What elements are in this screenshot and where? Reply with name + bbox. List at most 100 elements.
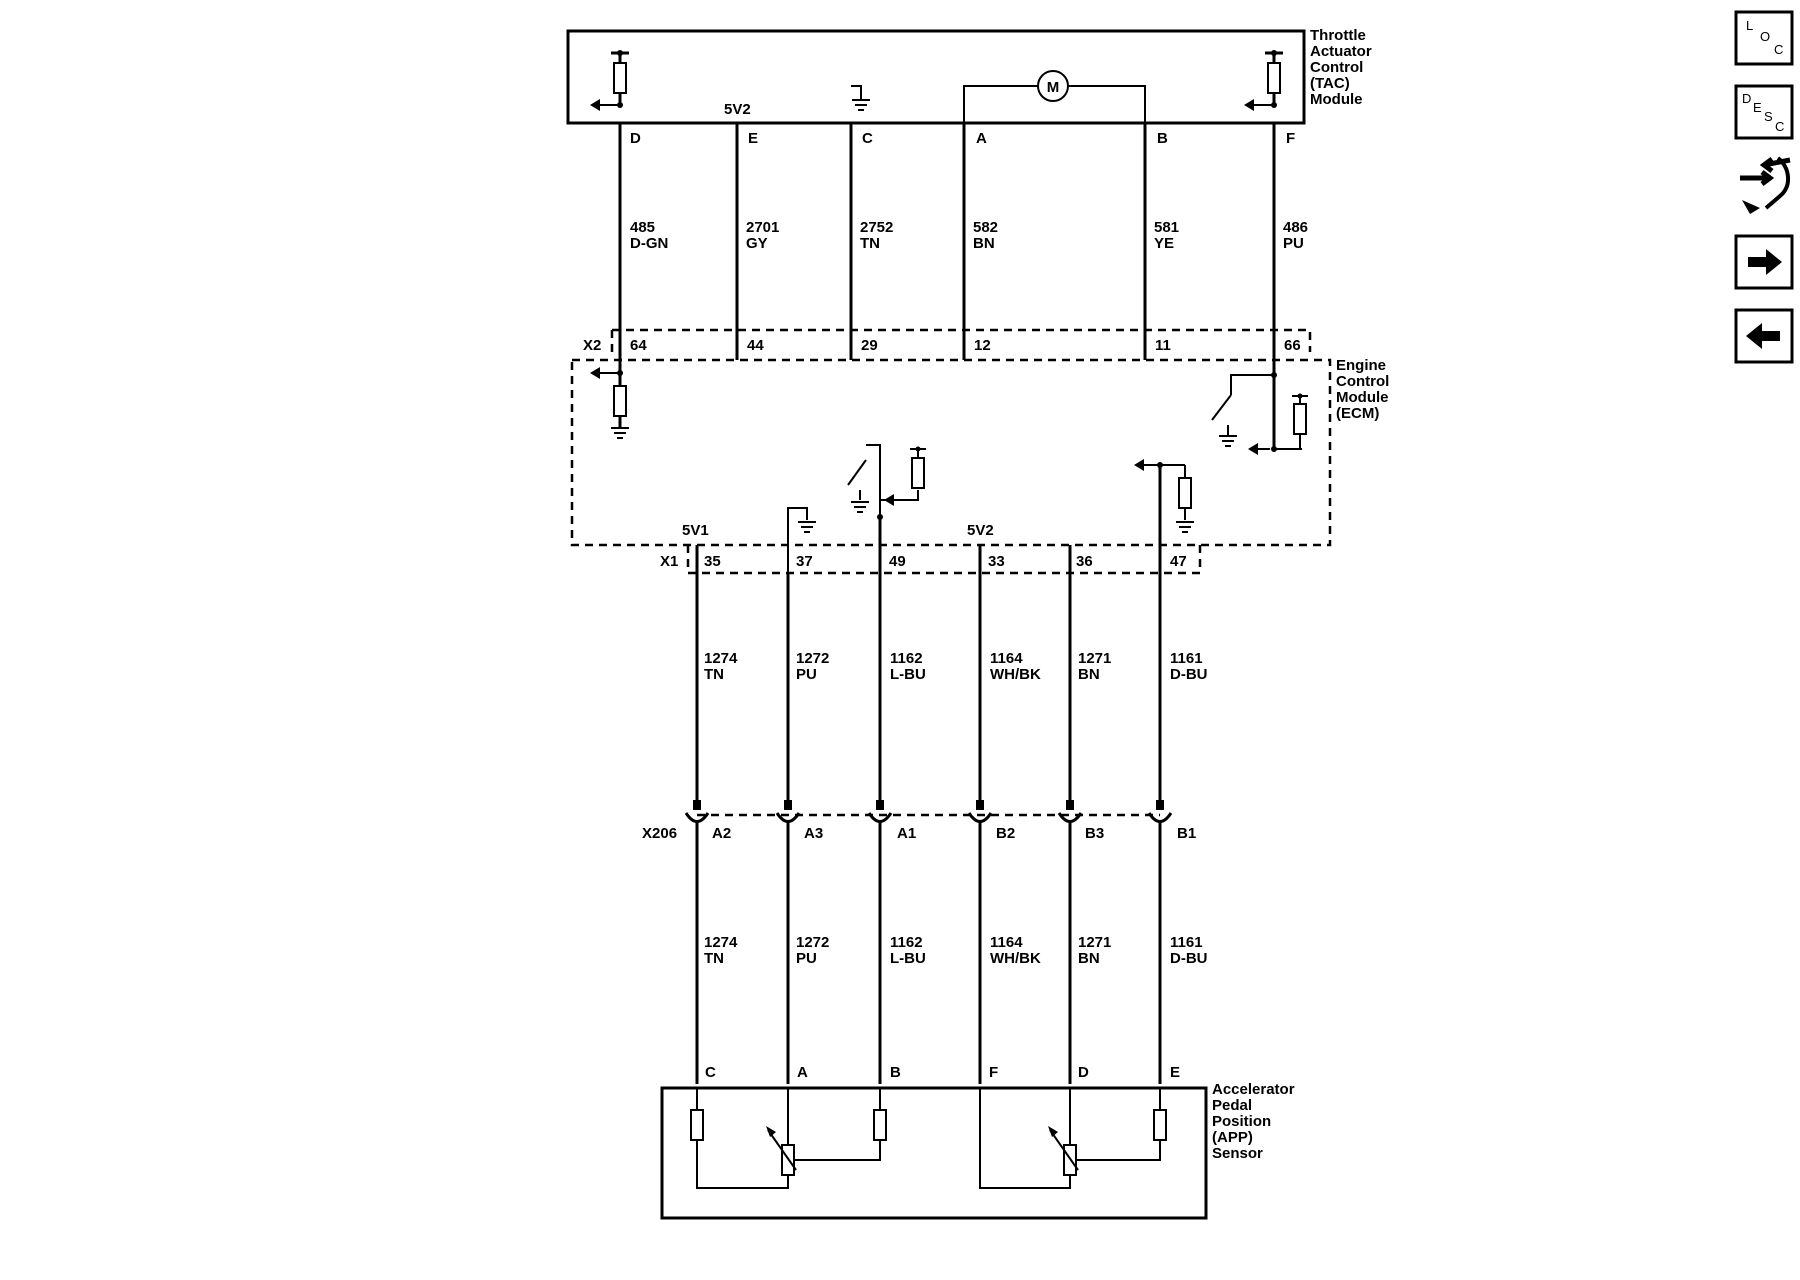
tac-supply-label: 5V2 xyxy=(724,101,751,118)
circuit-1271-color-upper: BN xyxy=(1078,666,1100,683)
x206-pin-b1: B1 xyxy=(1177,825,1196,842)
circuit-1272-color-lower: PU xyxy=(796,950,817,967)
x2-connector-label: X2 xyxy=(583,337,601,354)
tac-module: M 5V2 Throttle Actuator Control (TAC) Mo… xyxy=(566,27,1372,125)
previous-button[interactable] xyxy=(1734,308,1794,364)
app-name-line5: Sensor xyxy=(1212,1145,1263,1162)
tac-circuit-labels: 485 D-GN 2701 GY 2752 TN 582 BN 581 YE 4… xyxy=(630,219,1308,252)
tac-module-box xyxy=(566,29,1306,125)
app-name-line3: Position xyxy=(1212,1113,1271,1130)
circuit-581-color: YE xyxy=(1154,235,1174,252)
nav-toolbar: L O C D E S C xyxy=(1734,10,1794,364)
app-sensor-box xyxy=(660,1086,1208,1220)
tac-pin-b: B xyxy=(1157,130,1168,147)
circuit-1164-color-upper: WH/BK xyxy=(990,666,1041,683)
x206-terminal-a2 xyxy=(684,800,710,823)
x206-terminal-b2 xyxy=(967,800,993,823)
circuit-1272-num-lower: 1272 xyxy=(796,934,829,951)
x1-pin-33: 33 xyxy=(988,553,1005,570)
ecm-name-line2: Control xyxy=(1336,373,1389,390)
next-button[interactable] xyxy=(1734,234,1794,290)
x206-pin-a1: A1 xyxy=(897,825,916,842)
circuit-1274-color-lower: TN xyxy=(704,950,724,967)
circuit-1271-color-lower: BN xyxy=(1078,950,1100,967)
circuit-1162-num-upper: 1162 xyxy=(890,650,923,667)
app-circuit-labels-lower: 1274 TN 1272 PU 1162 L-BU 1164 WH/BK 127… xyxy=(704,934,1208,967)
x1-pin-47: 47 xyxy=(1170,553,1187,570)
loc-letter-l: L xyxy=(1746,18,1753,33)
circuit-1272-color-upper: PU xyxy=(796,666,817,683)
tac-name-line2: Actuator xyxy=(1310,43,1372,60)
x1-pin-37: 37 xyxy=(796,553,813,570)
app-pin-f: F xyxy=(989,1064,998,1081)
circuit-1271-num-upper: 1271 xyxy=(1078,650,1111,667)
circuit-1272-num-upper: 1272 xyxy=(796,650,829,667)
circuit-1164-num-lower: 1164 xyxy=(990,934,1023,951)
x2-pin-12: 12 xyxy=(974,337,991,354)
tac-pin-f: F xyxy=(1286,130,1295,147)
desc-letter-e: E xyxy=(1753,100,1762,115)
x206-terminal-a1 xyxy=(867,800,893,823)
loc-button[interactable]: L O C xyxy=(1734,10,1794,66)
circuit-582-num: 582 xyxy=(973,219,998,236)
circuit-486-num: 486 xyxy=(1283,219,1308,236)
x1-pin-49: 49 xyxy=(889,553,906,570)
ecm-name-line3: Module xyxy=(1336,389,1389,406)
x2-connector-outline xyxy=(612,328,1312,352)
x206-terminal-b1 xyxy=(1147,800,1173,823)
ecm-name-line1: Engine xyxy=(1336,357,1386,374)
app-pin-c: C xyxy=(705,1064,716,1081)
x2-pin-64: 64 xyxy=(630,337,647,354)
circuit-1161-color-lower: D-BU xyxy=(1170,950,1208,967)
tac-pin-labels: D E C A B F xyxy=(630,130,1295,147)
tac-name-line4: (TAC) xyxy=(1310,75,1350,92)
desc-letter-d: D xyxy=(1742,91,1751,106)
desc-letter-s: S xyxy=(1764,109,1773,124)
app-name-line1: Accelerator xyxy=(1212,1081,1295,1098)
x206-pin-a3: A3 xyxy=(804,825,823,842)
ecm-x206-wires xyxy=(695,545,1162,810)
tac-pin-a: A xyxy=(976,130,987,147)
circuit-1161-color-upper: D-BU xyxy=(1170,666,1208,683)
circuit-1274-num-upper: 1274 xyxy=(704,650,738,667)
circuit-1161-num-lower: 1161 xyxy=(1170,934,1203,951)
app-pin-d: D xyxy=(1078,1064,1089,1081)
circuit-2701-color: GY xyxy=(746,235,768,252)
app-pin-e: E xyxy=(1170,1064,1180,1081)
x1-pin-35: 35 xyxy=(704,553,721,570)
circuit-2752-color: TN xyxy=(860,235,880,252)
desc-button[interactable]: D E S C xyxy=(1734,84,1794,140)
x206-connector-label: X206 xyxy=(642,825,677,842)
circuit-485-color: D-GN xyxy=(630,235,668,252)
app-name-line2: Pedal xyxy=(1212,1097,1252,1114)
loc-letter-c: C xyxy=(1774,42,1783,57)
app-sensor: C A B F D E Accelerator Pedal Position (… xyxy=(660,1064,1295,1220)
circuit-1274-num-lower: 1274 xyxy=(704,934,738,951)
tac-pin-c: C xyxy=(862,130,873,147)
tac-ecm-wires xyxy=(618,123,1276,360)
x2-pin-11: 11 xyxy=(1155,337,1171,354)
tac-pin-e: E xyxy=(748,130,758,147)
arrow-right-icon xyxy=(1748,249,1782,275)
circuit-1162-num-lower: 1162 xyxy=(890,934,923,951)
ecm-module: X2 X1 64 44 29 12 11 66 xyxy=(570,328,1389,575)
ecm-module-box xyxy=(570,358,1332,547)
arrow-left-icon xyxy=(1746,323,1780,349)
ecm-x1-stubs xyxy=(878,465,1162,545)
circuit-1271-num-lower: 1271 xyxy=(1078,934,1111,951)
circuit-1274-color-upper: TN xyxy=(704,666,724,683)
motor-symbol xyxy=(1037,70,1069,102)
app-name-line4: (APP) xyxy=(1212,1129,1253,1146)
circuit-1164-num-upper: 1164 xyxy=(990,650,1023,667)
connector-tool-icon[interactable] xyxy=(1740,156,1791,214)
x206-app-wires xyxy=(695,820,1162,1084)
x1-pin-36: 36 xyxy=(1076,553,1093,570)
x1-connector-outline xyxy=(686,545,1202,575)
tac-name-line1: Throttle xyxy=(1310,27,1366,44)
circuit-1162-color-lower: L-BU xyxy=(890,950,926,967)
circuit-581-num: 581 xyxy=(1154,219,1179,236)
ecm-supply-5v2: 5V2 xyxy=(967,522,994,539)
tac-name-line3: Control xyxy=(1310,59,1363,76)
app-pin-a: A xyxy=(797,1064,808,1081)
circuit-1161-num-upper: 1161 xyxy=(1170,650,1203,667)
